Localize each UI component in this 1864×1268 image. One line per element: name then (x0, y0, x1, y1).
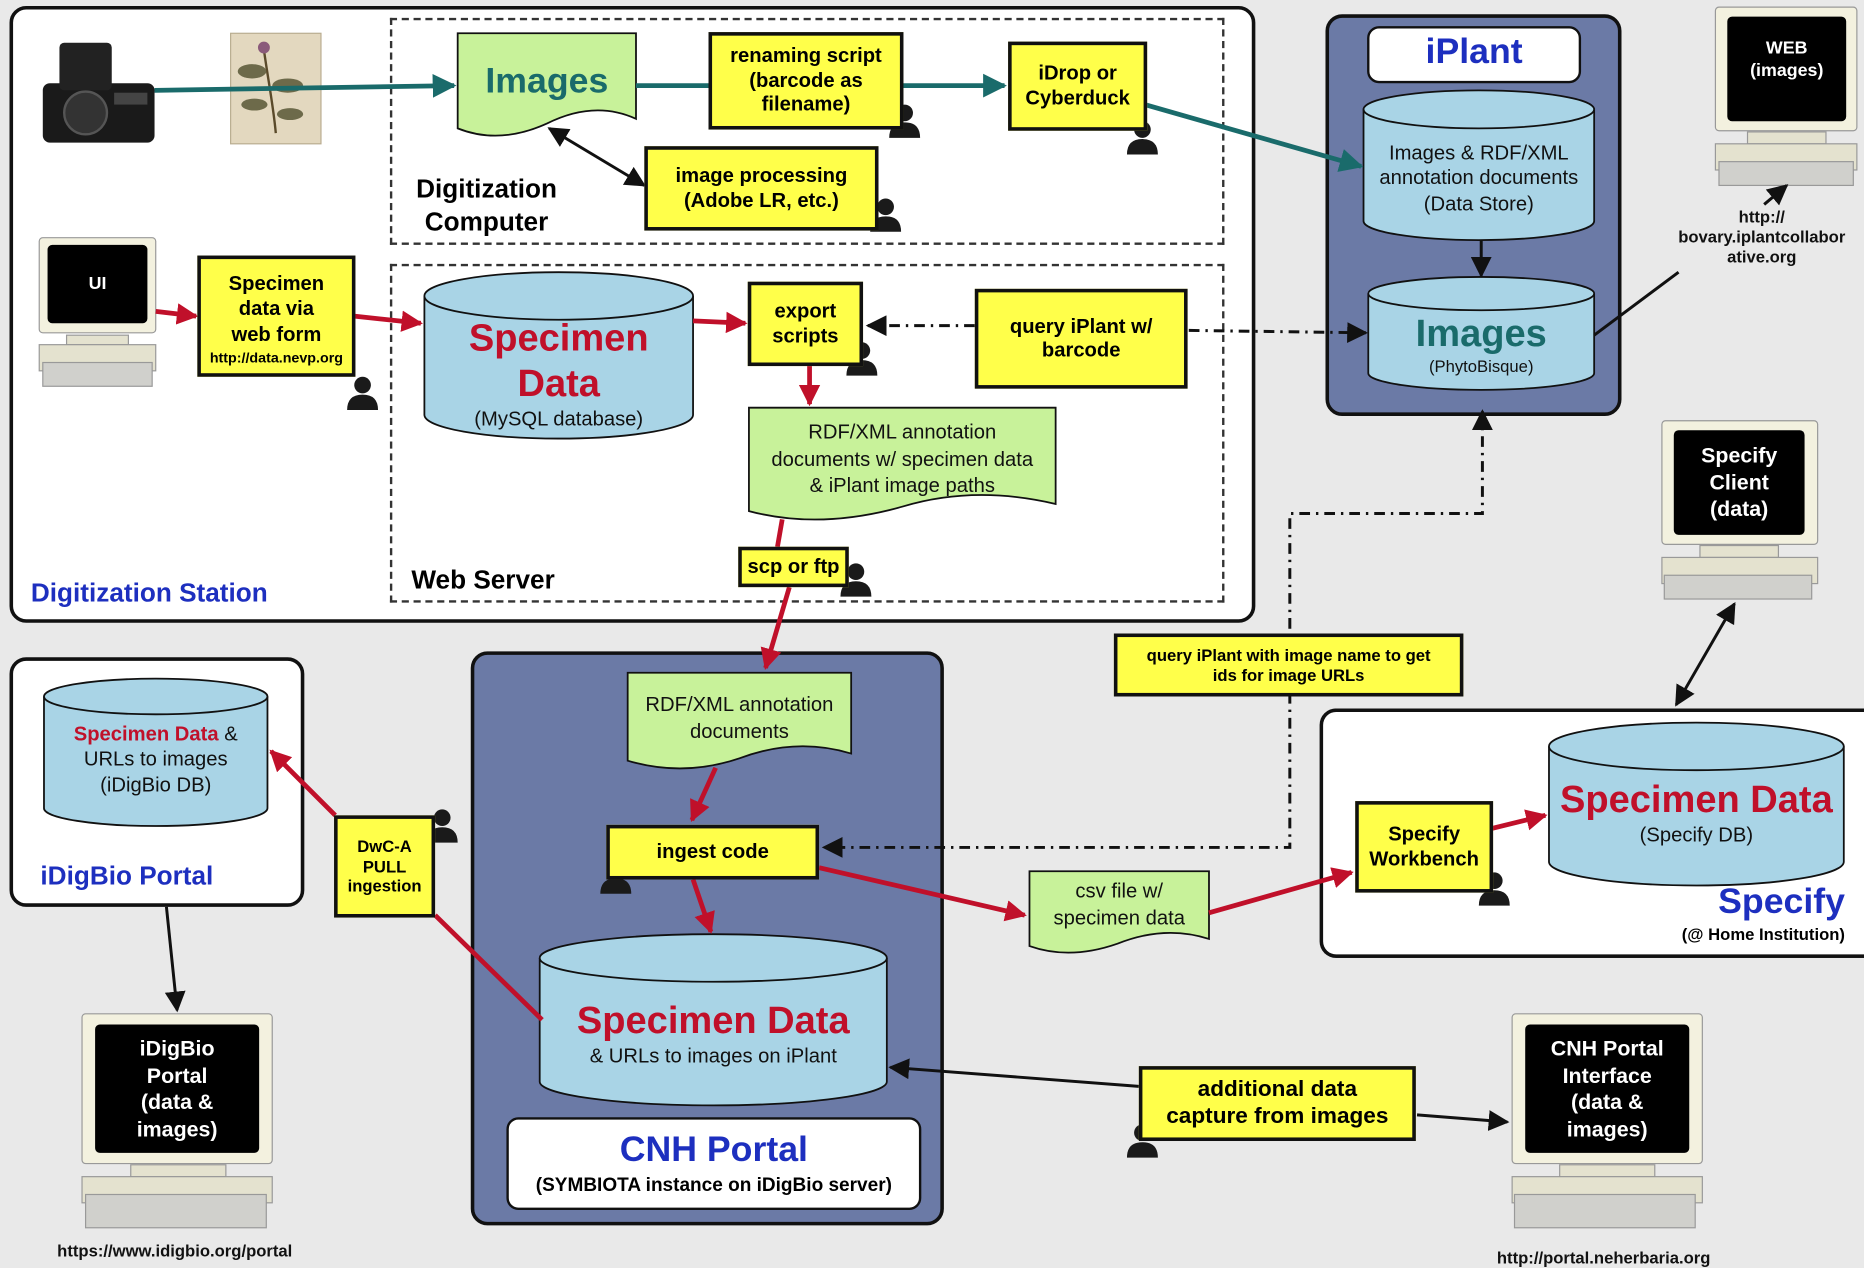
specify-db-cylinder (1548, 721, 1845, 887)
csv-file-document (1028, 870, 1210, 954)
idigbio-portal-monitor-label: iDigBio Portal (data & images) (136, 1036, 218, 1141)
additional-data-capture-box: additional data capture from images (1138, 1066, 1416, 1142)
image-processing-box: image processing (Adobe LR, etc.) (644, 146, 879, 231)
specimen-mysql-title-1: Specimen (468, 316, 649, 359)
iplant-datastore-label: Images & RDF/XML annotation documents (D… (1364, 131, 1595, 226)
cnh-portal-title: CNH Portal (619, 1130, 808, 1170)
iplant-title: iPlant (1425, 32, 1523, 72)
specify-client-monitor (1661, 420, 1819, 600)
specimen-mysql-cylinder (423, 271, 694, 440)
scp-to-cnh-arrow (760, 586, 792, 671)
iplant-title-box (1367, 26, 1582, 84)
idigbio-url[interactable]: https://www.idigbio.org/portal (57, 1240, 293, 1260)
cnh-db-subtitle: & URLs to images on iPlant (589, 1045, 837, 1068)
specifyclient-specify-arrow (1674, 601, 1736, 707)
mysql-to-export-arrow (692, 311, 748, 334)
iplant-datastore-text: Images & RDF/XML annotation documents (D… (1379, 141, 1579, 215)
specimen-mysql-label: Specimen Data (MySQL database) (424, 311, 693, 435)
additional-to-cnh-monitor-arrow (1416, 1110, 1510, 1131)
digitization-station-title: Digitization Station (30, 577, 268, 608)
query-iplant-image-name-box: query iPlant with image name to get ids … (1113, 633, 1464, 697)
dwca-to-idigbio-arrow (269, 749, 337, 818)
idigbio-db-label: Specimen Data & URLs to images (iDigBio … (44, 718, 267, 801)
renaming-script-box: renaming script (barcode as filename) (708, 32, 904, 130)
specify-workbench-box: Specify Workbench (1355, 801, 1494, 893)
digitization-computer-area (389, 17, 1225, 245)
ui-monitor-label: UI (88, 272, 107, 294)
images-imageprocessing-arrow (547, 127, 647, 187)
dwca-pull-box: DwC-A PULL ingestion (334, 815, 436, 918)
cnh-portal-interface-monitor (1511, 1013, 1703, 1229)
idigbio-db-title: Specimen Data & (73, 722, 238, 746)
idigbio-db-cylinder (43, 677, 269, 827)
cnh-portal-interface-monitor-label: CNH Portal Interface (data & images) (1550, 1036, 1664, 1141)
additional-to-cnhdb-arrow (888, 1058, 1139, 1088)
csv-file-label: csv file w/ specimen data (1053, 879, 1185, 930)
images-document (456, 32, 637, 137)
cnh-db-cylinder (538, 933, 888, 1107)
idigbio-to-monitor-arrow (164, 906, 186, 1013)
ingest-code-box: ingest code (606, 824, 820, 880)
specimen-web-form-box: Specimen data via web form http://data.n… (197, 255, 356, 377)
cnh-portal-title-box (506, 1117, 922, 1210)
specimen-mysql-subtitle: (MySQL database) (474, 407, 644, 430)
cnhdb-to-dwca-line (433, 913, 544, 1022)
digitization-computer-title: Digitization Computer (416, 173, 557, 236)
idigbio-portal-monitor (81, 1013, 273, 1229)
rdf-xml-cnh-label: RDF/XML annotation documents (645, 692, 834, 743)
camera-icon (42, 42, 155, 143)
idigbio-portal-title: iDigBio Portal (40, 860, 214, 891)
specimen-web-form-label: Specimen data via web form (228, 272, 325, 346)
workbench-to-specifydb-arrow (1491, 809, 1548, 831)
specify-db-subtitle: (Specify DB) (1639, 824, 1754, 847)
camera-to-images-arrow (154, 74, 457, 98)
rdf-to-scp-line (775, 518, 785, 548)
webform-to-mysql-arrow (354, 310, 423, 332)
iplant-phytobisque-cylinder (1367, 276, 1596, 391)
web-monitor-label: WEB (images) (1750, 38, 1824, 81)
iplant-phytobisque-label: Images (PhytoBisque) (1368, 307, 1594, 381)
idrop-cyberduck-box: iDrop or Cyberduck (1008, 41, 1148, 131)
person-icon (347, 376, 379, 411)
specimen-web-form-url: http://data.nevp.org (209, 349, 343, 366)
ui-to-webform-arrow (155, 303, 199, 325)
specify-subtitle: (@ Home Institution) (1681, 924, 1845, 944)
specify-db-title: Specimen Data (1560, 777, 1833, 821)
iplant-phytobisque-title: Images (1415, 311, 1547, 355)
images-document-label: Images (485, 61, 609, 101)
idigbio-db-text: URLs to images (iDigBio DB) (83, 748, 228, 796)
export-scripts-box: export scripts (747, 281, 864, 367)
web-server-title: Web Server (411, 564, 555, 595)
ui-monitor (38, 237, 157, 387)
image-name-query-path (821, 409, 1493, 858)
cnh-db-title: Specimen Data (576, 998, 850, 1042)
cnh-db-label: Specimen Data & URLs to images on iPlant (540, 991, 887, 1074)
phytobisque-to-web-line (1593, 270, 1680, 337)
neherbaria-url[interactable]: http://portal.neherbaria.org (1496, 1247, 1711, 1267)
cnh-portal-subtitle: (SYMBIOTA instance on iDigBio server) (535, 1175, 892, 1196)
specify-db-label: Specimen Data (Specify DB) (1549, 770, 1844, 853)
bovary-url[interactable]: http:// bovary.iplantcollabor ative.org (1678, 206, 1846, 266)
ingest-to-cnhdb-arrow (690, 878, 715, 934)
specify-client-monitor-label: Specify Client (data) (1701, 443, 1778, 521)
idrop-to-iplant-arrow (1144, 102, 1364, 172)
query-iplant-barcode-box: query iPlant w/ barcode (974, 288, 1188, 389)
specify-title: Specify (1718, 881, 1845, 922)
scp-ftp-box: scp or ftp (738, 546, 849, 588)
iplant-datastore-cylinder (1362, 89, 1596, 241)
cnh-doc-to-ingest-arrow (689, 766, 718, 823)
query-barcode-to-phytobisque-arrow (1188, 322, 1368, 343)
specimen-mysql-title-2: Data (517, 361, 600, 405)
bovary-to-web-arrow (1763, 184, 1789, 206)
rdf-xml-web-label: RDF/XML annotation documents w/ specimen… (771, 420, 1034, 498)
ingest-to-csv-arrow (818, 865, 1027, 922)
web-monitor (1714, 6, 1858, 187)
iplant-phytobisque-subtitle: (PhytoBisque) (1428, 356, 1534, 376)
csv-to-workbench-arrow (1208, 867, 1354, 916)
